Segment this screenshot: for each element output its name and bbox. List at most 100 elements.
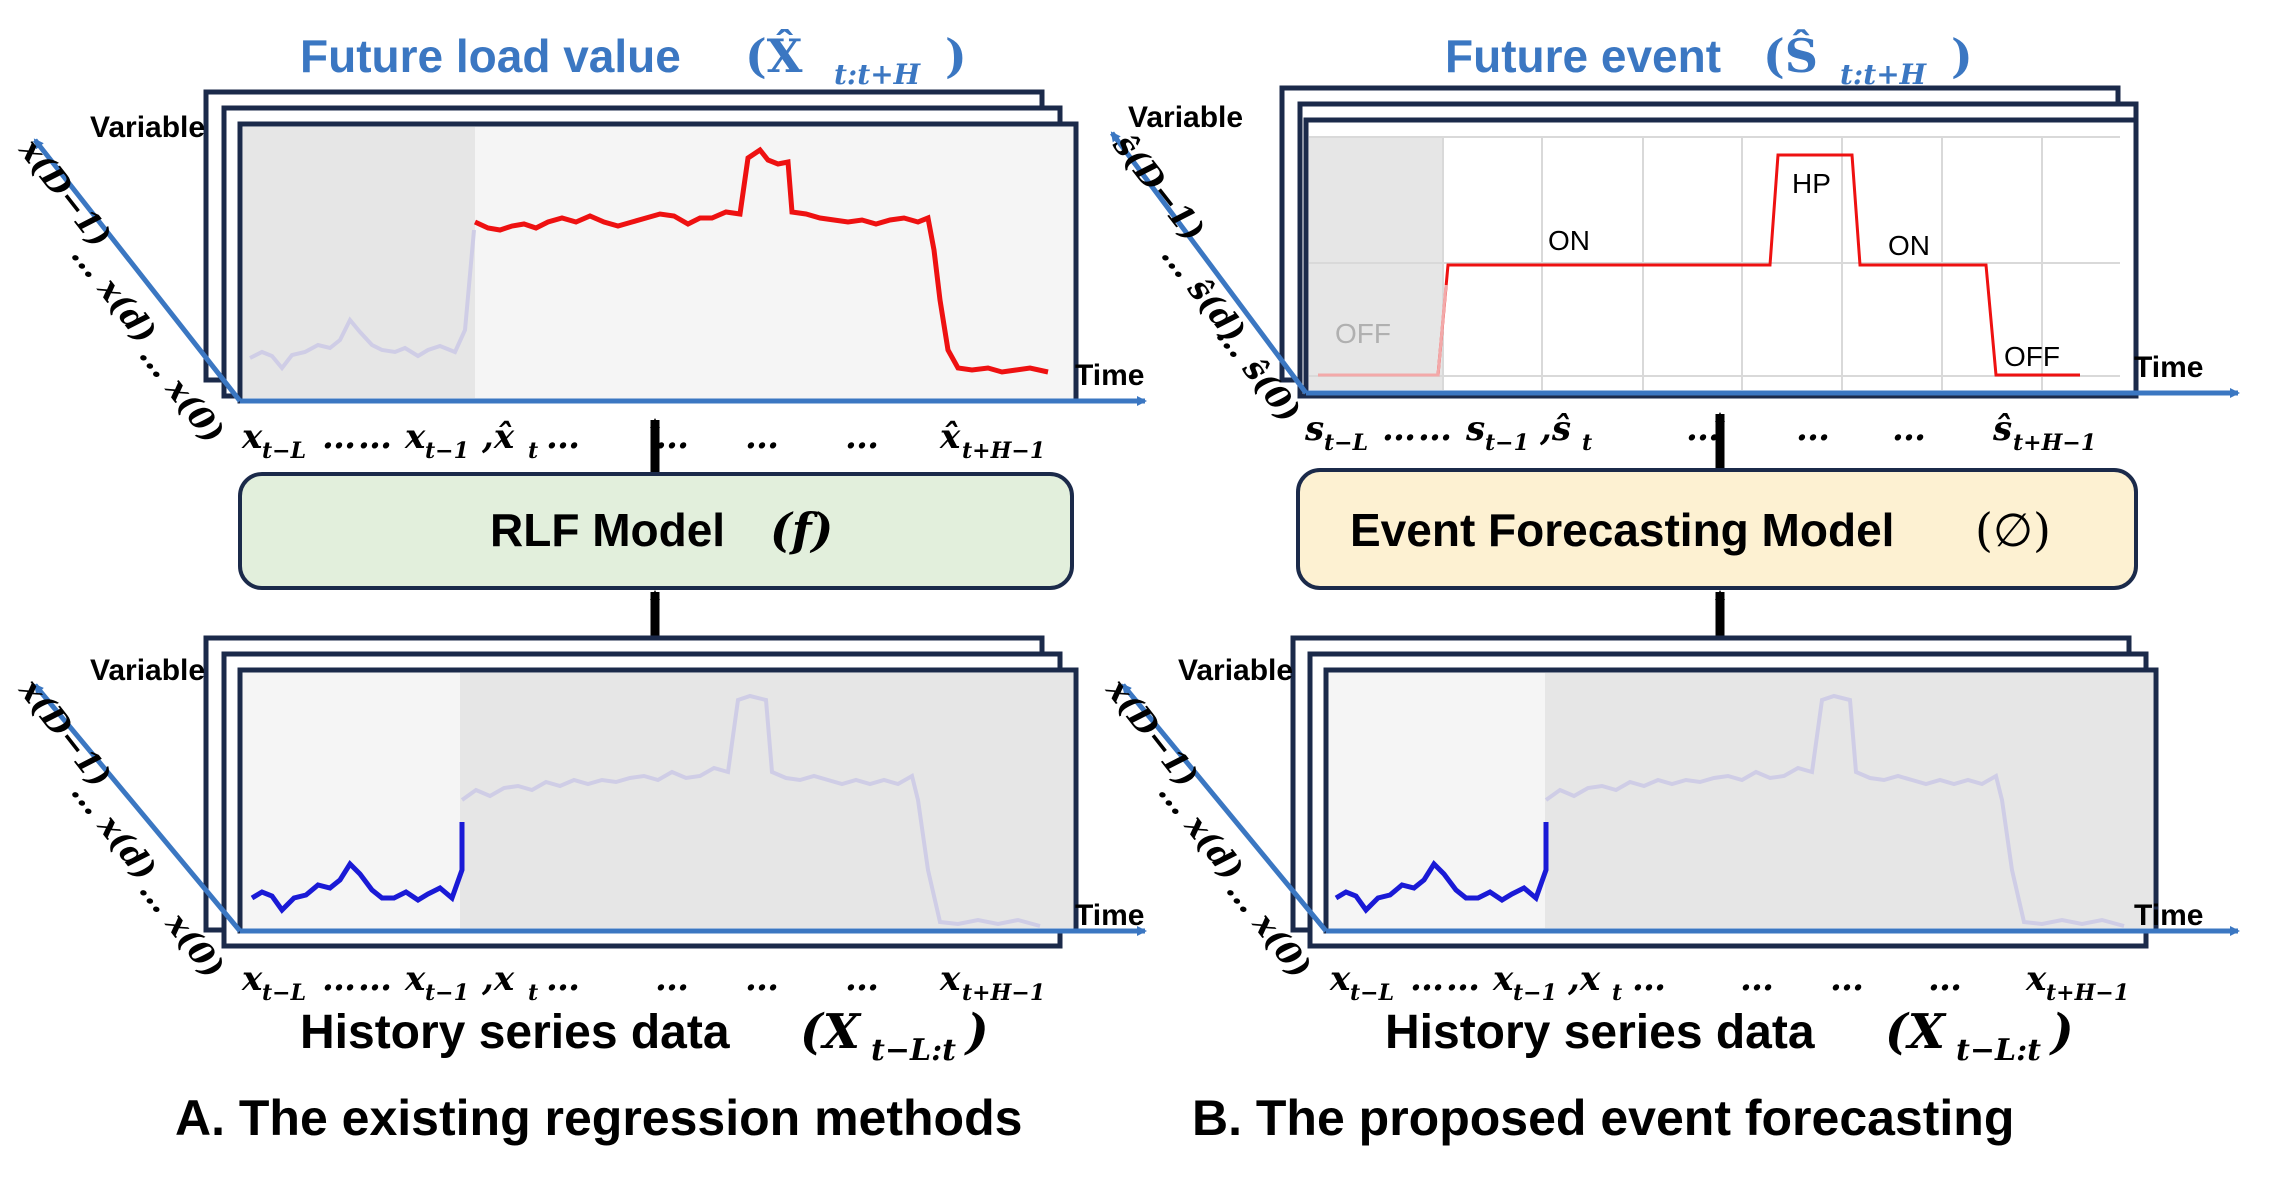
tick-label: … bbox=[1632, 959, 1666, 999]
tick-label-sub: t−1 bbox=[1513, 980, 1557, 1006]
tick-label: … bbox=[322, 959, 356, 999]
tick-label-sub: t+H−1 bbox=[962, 980, 1045, 1006]
history-series bbox=[1334, 822, 1549, 914]
tick-label: … bbox=[322, 417, 356, 457]
diag-label-d-minus-1: x(D−1) bbox=[11, 671, 119, 795]
x-axis-label: Time bbox=[2134, 899, 2203, 932]
future-shade bbox=[1545, 673, 2153, 928]
model-name: RLF Model bbox=[490, 504, 725, 556]
diag-label-group: x(D−1) … x(d) … x(0) bbox=[11, 131, 232, 451]
section-label-b: B. The proposed event forecasting bbox=[1192, 1090, 2014, 1146]
tick-label: ŝ bbox=[1992, 409, 2012, 449]
tick-label-sub: t−L bbox=[1324, 430, 1368, 456]
tick-label-sub: t−L bbox=[262, 438, 306, 464]
tick-label-sub: t bbox=[1582, 430, 1592, 456]
diag-label-d-minus-1: x(D−1) bbox=[11, 131, 119, 255]
forecast-series bbox=[473, 146, 1049, 375]
variable-axis bbox=[1109, 131, 1309, 395]
tick-label: … bbox=[358, 959, 392, 999]
panel-b-top-title-math: (Ŝ bbox=[1763, 28, 1818, 83]
tick-label-sub: t bbox=[1612, 980, 1622, 1006]
tick-label: … bbox=[1418, 409, 1452, 449]
tick-label-sub: t bbox=[528, 980, 538, 1006]
panel-a-bottom: Variable Time x(D−1) … x(d) … x(0) x t−L… bbox=[11, 635, 1147, 1068]
y-axis-label: Variable bbox=[1128, 101, 1243, 134]
history-series bbox=[250, 822, 465, 914]
panel-a-top-title-math: (X̂ bbox=[745, 29, 803, 83]
tick-label: ,x̂ bbox=[481, 417, 515, 457]
y-axis-label: Variable bbox=[90, 654, 205, 687]
diag-label-d: … x(d) bbox=[64, 774, 165, 888]
tick-label: … bbox=[546, 417, 580, 457]
variable-axis bbox=[1121, 683, 1328, 933]
state-label-off: OFF bbox=[2004, 341, 2060, 372]
x-axis-label: Time bbox=[2134, 351, 2203, 384]
tick-label: … bbox=[1446, 959, 1480, 999]
panel-a-top: Future load value (X̂ t:t+H ) Variable T… bbox=[11, 29, 1147, 464]
model-box bbox=[238, 472, 1074, 590]
tick-label: … bbox=[745, 417, 779, 457]
tick-label: … bbox=[1892, 409, 1926, 449]
history-shade bbox=[243, 127, 475, 398]
tick-label: s bbox=[1304, 409, 1324, 449]
tick-label: x bbox=[241, 417, 263, 457]
panel-b-top-title-close: ) bbox=[1951, 29, 1973, 83]
tick-label: ,ŝ bbox=[1539, 409, 1571, 449]
panel-b-top-title: Future event bbox=[1445, 30, 1721, 82]
tick-label: … bbox=[845, 959, 879, 999]
diag-label-d: … x(d) bbox=[1151, 774, 1252, 888]
tick-label: x bbox=[1329, 959, 1351, 999]
tick-label: x̂ bbox=[939, 417, 961, 457]
tick-label: ,x bbox=[481, 959, 515, 999]
diag-label-group: x(D−1) … x(d) … x(0) bbox=[1098, 671, 1319, 986]
history-caption-close: ) bbox=[964, 1004, 989, 1060]
panel-a-top-title-close: ) bbox=[945, 29, 967, 83]
tick-label: … bbox=[546, 959, 580, 999]
tick-label: x bbox=[404, 417, 426, 457]
history-caption: History series data bbox=[300, 1006, 730, 1059]
history-caption-sub: t−L:t bbox=[1956, 1033, 2041, 1068]
tick-label: x bbox=[939, 959, 961, 999]
model-box bbox=[1296, 468, 2138, 590]
tick-label: … bbox=[1740, 959, 1774, 999]
tick-labels: x t−L … … x t−1 ,x̂ t … … … … x̂ t+H−1 bbox=[241, 417, 1045, 464]
faded-future-series bbox=[460, 693, 1041, 928]
x-axis-label: Time bbox=[1075, 359, 1144, 392]
tick-label: … bbox=[1928, 959, 1962, 999]
state-label-hp: HP bbox=[1792, 168, 1831, 199]
variable-axis bbox=[33, 683, 242, 933]
panel-b-bottom: Variable Time x(D−1) … x(d) … x(0) x t−L… bbox=[1098, 635, 2240, 1068]
panel-b-top: Future event (Ŝ t:t+H ) OFF ON HP ON OFF bbox=[1105, 28, 2240, 456]
tick-label: s bbox=[1465, 409, 1485, 449]
tick-label: … bbox=[845, 417, 879, 457]
history-caption: History series data bbox=[1385, 1006, 1815, 1059]
tick-labels: x t−L … … x t−1 ,x t … … … … x t+H−1 bbox=[241, 959, 1045, 1006]
section-label-a: A. The existing regression methods bbox=[175, 1090, 1022, 1146]
diag-label-d-minus-1: x(D−1) bbox=[1098, 671, 1206, 795]
faded-history-series bbox=[249, 229, 476, 372]
state-label-off-history: OFF bbox=[1335, 318, 1391, 349]
diag-label-d-minus-1: ŝ(D−1) bbox=[1105, 126, 1213, 249]
tick-label-sub: t bbox=[528, 438, 538, 464]
tick-label: … bbox=[655, 959, 689, 999]
plot-frame-front bbox=[1303, 117, 2139, 396]
tick-label: ,x bbox=[1567, 959, 1601, 999]
tick-label: x bbox=[404, 959, 426, 999]
tick-label: … bbox=[358, 417, 392, 457]
y-axis-label: Variable bbox=[90, 111, 205, 144]
state-label-on-2: ON bbox=[1888, 230, 1930, 261]
tick-label: … bbox=[1686, 409, 1720, 449]
history-caption-close: ) bbox=[2049, 1004, 2074, 1060]
model-name: Event Forecasting Model bbox=[1350, 504, 1894, 556]
history-caption-math: (X bbox=[800, 1004, 862, 1060]
tick-label-sub: t−1 bbox=[1485, 430, 1529, 456]
diag-label-d: … x(d) bbox=[64, 237, 165, 351]
tick-label-sub: t+H−1 bbox=[2013, 430, 2096, 456]
tick-label-sub: t−L bbox=[262, 980, 306, 1006]
history-caption-sub: t−L:t bbox=[871, 1033, 956, 1068]
tick-label: x bbox=[1492, 959, 1514, 999]
tick-label: x bbox=[241, 959, 263, 999]
faded-future-series bbox=[1544, 693, 2125, 928]
tick-label: … bbox=[1382, 409, 1416, 449]
